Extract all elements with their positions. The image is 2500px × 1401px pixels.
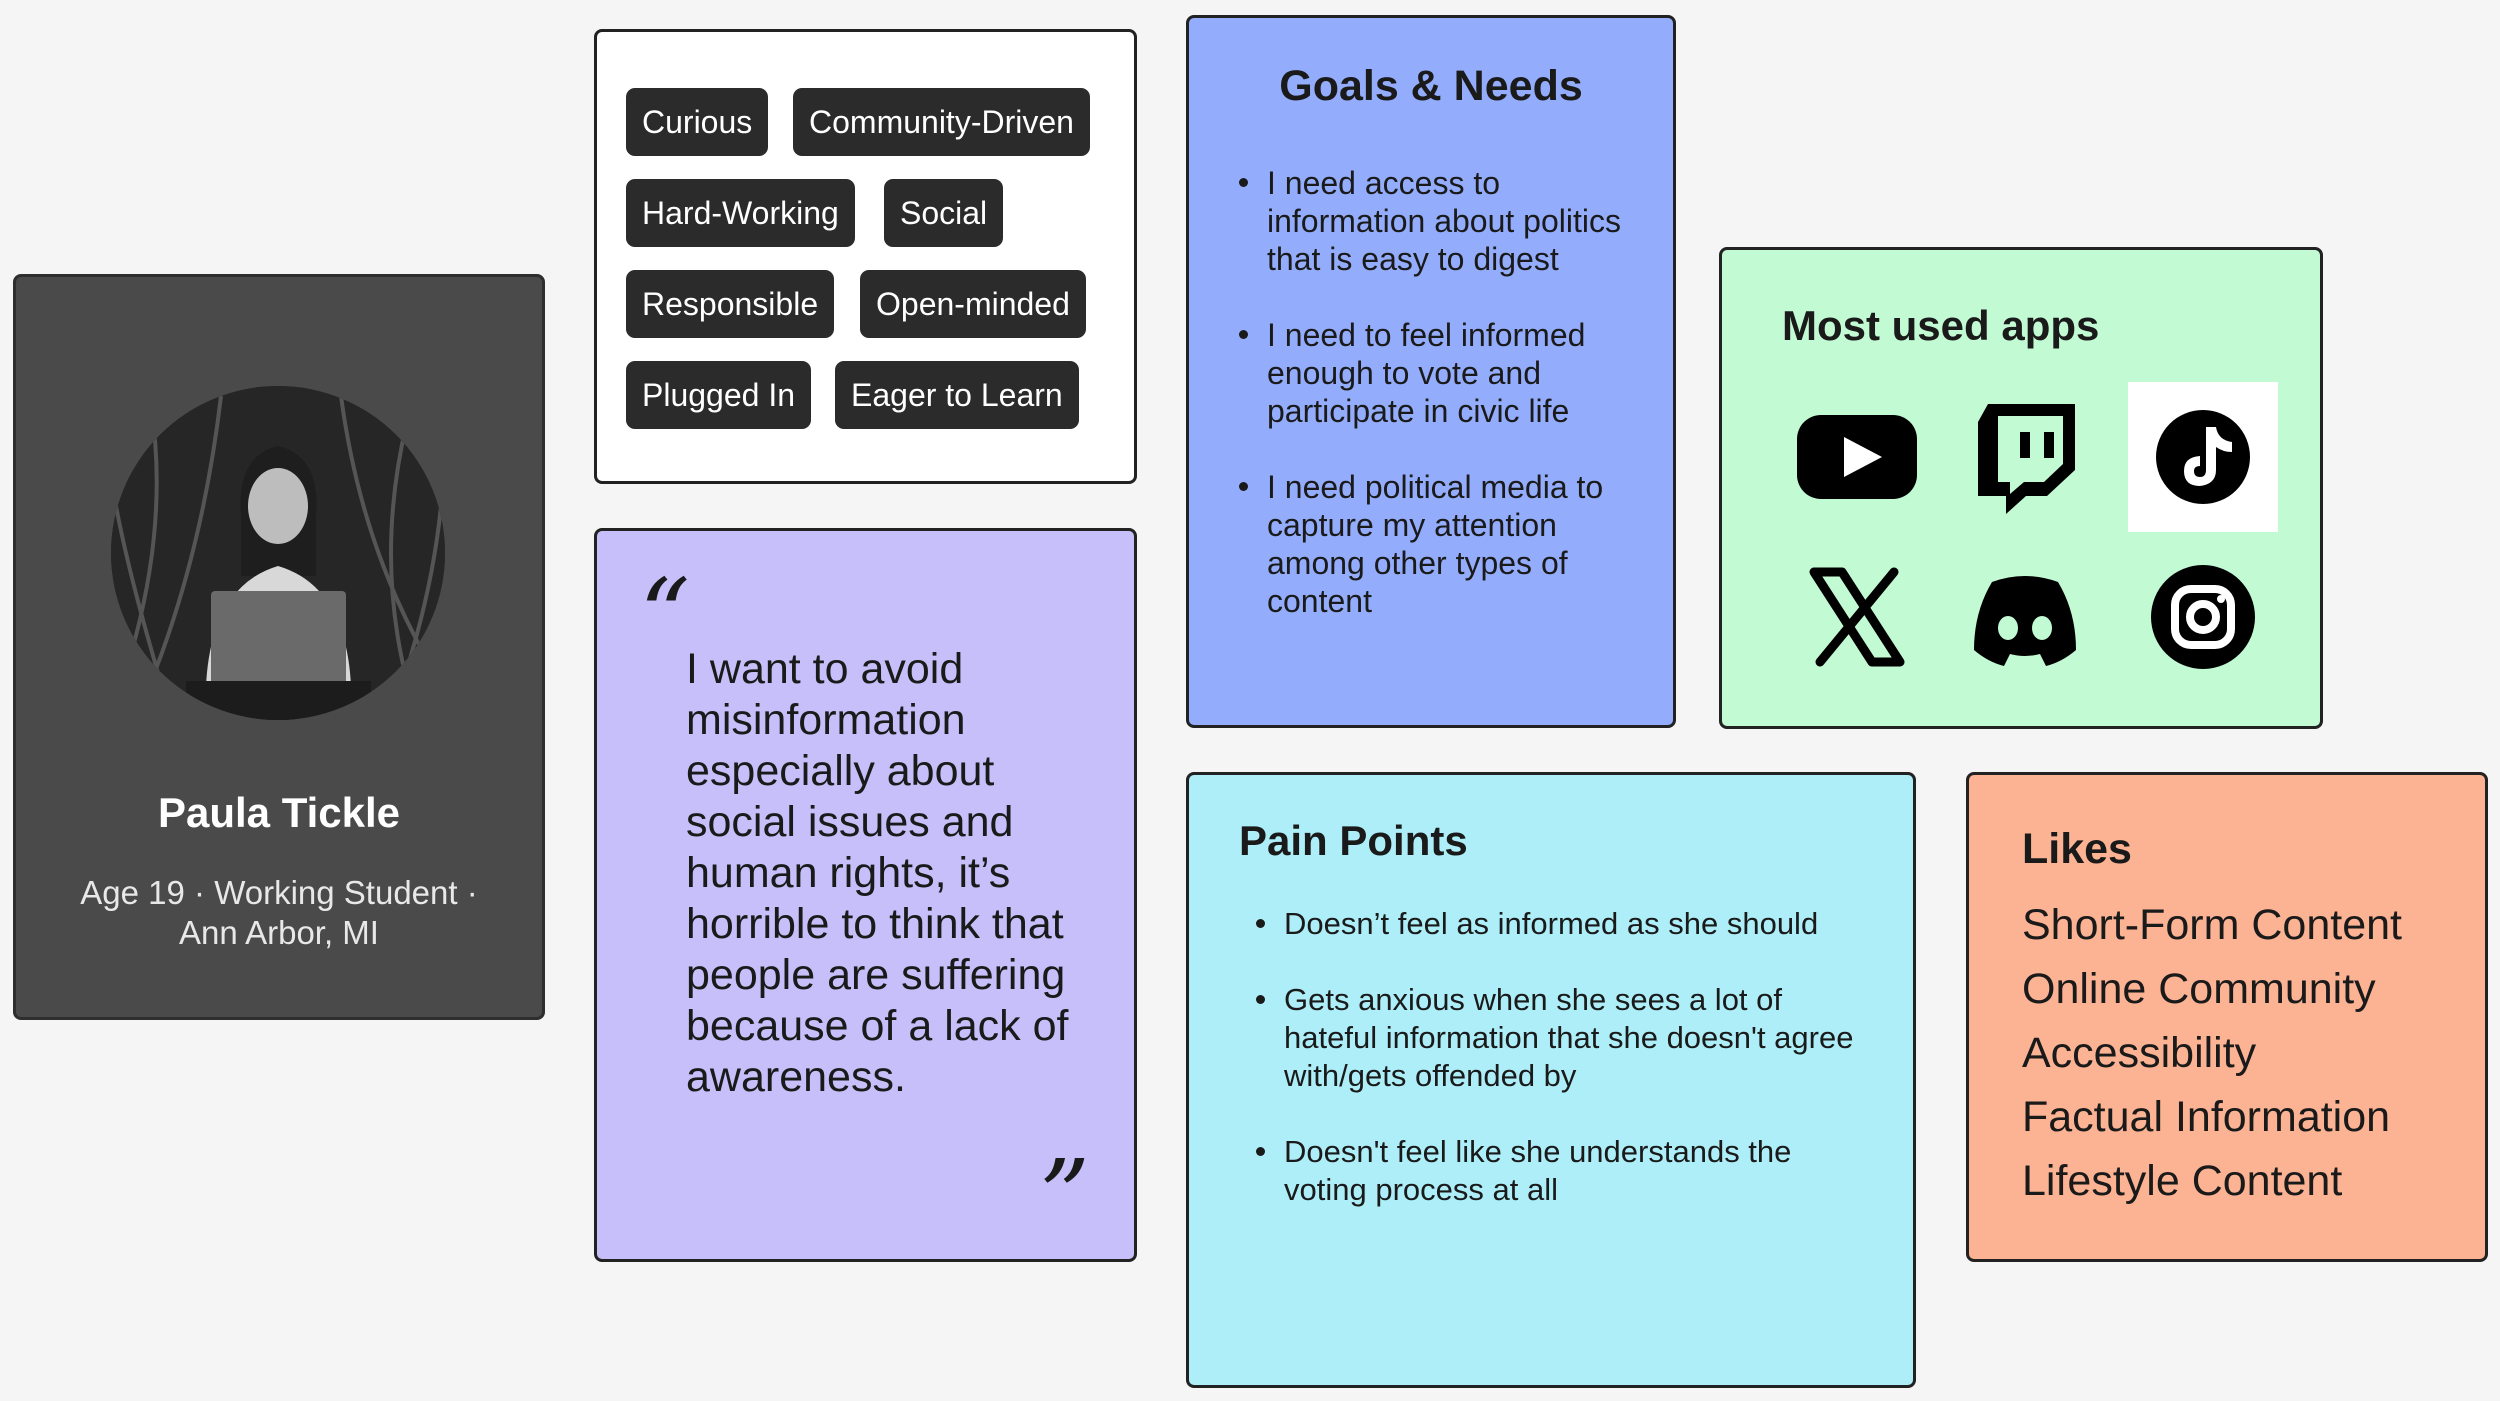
likes-card: Likes Short-Form Content Online Communit… <box>1966 772 2488 1262</box>
list-item: I need political media to capture my att… <box>1237 468 1657 620</box>
persona-name: Paula Tickle <box>157 789 401 836</box>
pain-points-card: Pain Points Doesn’t feel as informed as … <box>1186 772 1916 1388</box>
trait-chip: Plugged In <box>626 361 812 429</box>
demographics-line-1: Age 19 · Working Student · <box>80 874 478 911</box>
list-item: Lifestyle Content <box>2022 1157 2343 1205</box>
avatar-photo <box>111 386 445 720</box>
list-item: Online Community <box>2022 965 2376 1013</box>
list-item: Accessibility <box>2022 1029 2257 1077</box>
trait-chip: Hard-Working <box>626 179 855 247</box>
x-icon <box>1782 542 1932 692</box>
list-item: I need access to information about polit… <box>1237 164 1657 278</box>
persona-demographics: Age 19 · Working Student · Ann Arbor, MI <box>56 873 502 953</box>
youtube-icon <box>1782 382 1932 532</box>
persona-profile-card: Paula Tickle Age 19 · Working Student · … <box>13 274 545 1020</box>
pain-points-list: Doesn’t feel as informed as she should G… <box>1254 905 1874 1247</box>
goals-title: Goals & Needs <box>1279 62 1583 110</box>
personality-traits-card: Curious Community-Driven Hard-Working So… <box>594 29 1137 484</box>
goals-list: I need access to information about polit… <box>1237 164 1657 658</box>
trait-chip: Responsible <box>626 270 835 338</box>
list-item: Factual Information <box>2022 1093 2391 1141</box>
tiktok-icon <box>2128 382 2278 532</box>
trait-chip: Social <box>884 179 1004 247</box>
trait-chip: Eager to Learn <box>835 361 1079 429</box>
likes-list: Short-Form Content Online Community Acce… <box>2022 893 2402 1213</box>
demographics-line-2: Ann Arbor, MI <box>179 914 379 951</box>
list-item: Short-Form Content <box>2022 901 2402 949</box>
trait-chip: Open-minded <box>860 270 1086 338</box>
quote-text: I want to avoid misinformation especiall… <box>686 645 1069 1101</box>
pain-points-title: Pain Points <box>1239 817 1468 864</box>
likes-title: Likes <box>2022 825 2132 873</box>
trait-chip: Community-Driven <box>793 88 1090 156</box>
list-item: I need to feel informed enough to vote a… <box>1237 316 1657 430</box>
list-item: Doesn't feel like she understands the vo… <box>1254 1133 1874 1209</box>
list-item: Gets anxious when she sees a lot of hate… <box>1254 981 1874 1095</box>
goals-needs-card: Goals & Needs I need access to informati… <box>1186 15 1676 728</box>
most-used-apps-card: Most used apps <box>1719 247 2323 729</box>
discord-icon <box>1950 542 2100 692</box>
list-item: Doesn’t feel as informed as she should <box>1254 905 1874 943</box>
instagram-icon <box>2128 542 2278 692</box>
close-quote-mark: ” <box>1038 1138 1090 1255</box>
persona-quote-card: “ I want to avoid misinformation especia… <box>594 528 1137 1262</box>
twitch-icon <box>1950 382 2100 532</box>
open-quote-mark: “ <box>639 557 691 674</box>
trait-chip: Curious <box>626 88 769 156</box>
apps-title: Most used apps <box>1782 302 2100 349</box>
